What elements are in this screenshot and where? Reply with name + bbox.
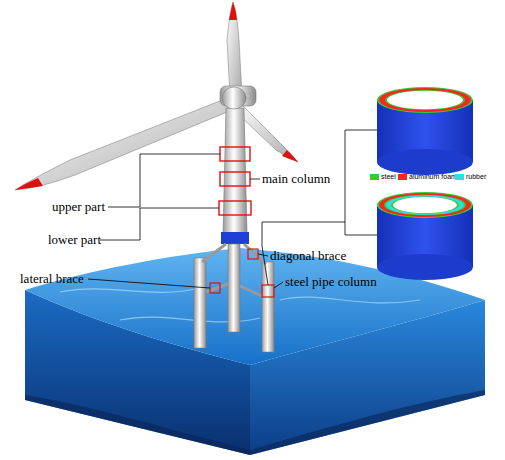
part-label: steel pipe column: [285, 275, 377, 289]
transition-block: [221, 232, 249, 244]
blade-tip: [282, 150, 298, 162]
legend-swatch: [370, 174, 379, 180]
steel-ring: [385, 90, 465, 110]
part-marker: [262, 285, 274, 297]
sea-bed: [25, 390, 485, 455]
turbine-blade: [15, 97, 232, 190]
section-core: [393, 197, 457, 213]
bracket-line: [345, 130, 377, 235]
pipe-column: [262, 262, 274, 352]
part-marker: [248, 249, 258, 259]
section-core: [387, 91, 463, 110]
steel-ring: [377, 87, 473, 113]
part-label: lateral brace: [20, 272, 84, 286]
part-label: upper part: [52, 200, 105, 214]
foam-ring: [379, 193, 471, 217]
section-cylinder: [377, 149, 473, 175]
legend-item: rubber: [455, 172, 486, 181]
part-marker: [210, 283, 220, 293]
part-label: main column: [262, 172, 330, 186]
rotor-hub: [222, 87, 246, 109]
section-cylinder: [377, 254, 473, 280]
legend-swatch: [398, 174, 407, 180]
part-marker: [220, 147, 250, 161]
legend-text: rubber: [466, 172, 486, 181]
leader-line: [88, 279, 210, 288]
leader-line: [274, 282, 283, 288]
legend-item: steel: [370, 172, 396, 181]
part-label: lower part: [48, 233, 101, 247]
blade-tip: [15, 178, 43, 190]
turbine-blade: [227, 2, 242, 95]
steel-ring: [377, 192, 473, 218]
leader-line: [100, 208, 219, 240]
part-marker: [220, 172, 250, 186]
steel-ring: [384, 195, 466, 216]
steel-ring: [391, 197, 459, 214]
rubber-ring: [386, 195, 464, 215]
legend-swatch: [455, 174, 464, 180]
pipe-column: [194, 258, 206, 348]
pipe-column: [228, 244, 240, 332]
brace-member: [202, 244, 266, 296]
leader-line: [250, 179, 260, 180]
blade-tip: [229, 2, 237, 20]
part-marker: [219, 201, 251, 215]
part-label: diagonal brace: [270, 249, 346, 263]
legend-text: aluminum foam: [409, 172, 457, 181]
sea-surface: [25, 248, 485, 365]
leader-line: [108, 154, 220, 207]
legend-text: steel: [381, 172, 396, 181]
leader-lines: [88, 130, 377, 288]
legend-item: aluminum foam: [398, 172, 457, 181]
foam-ring: [379, 88, 471, 112]
